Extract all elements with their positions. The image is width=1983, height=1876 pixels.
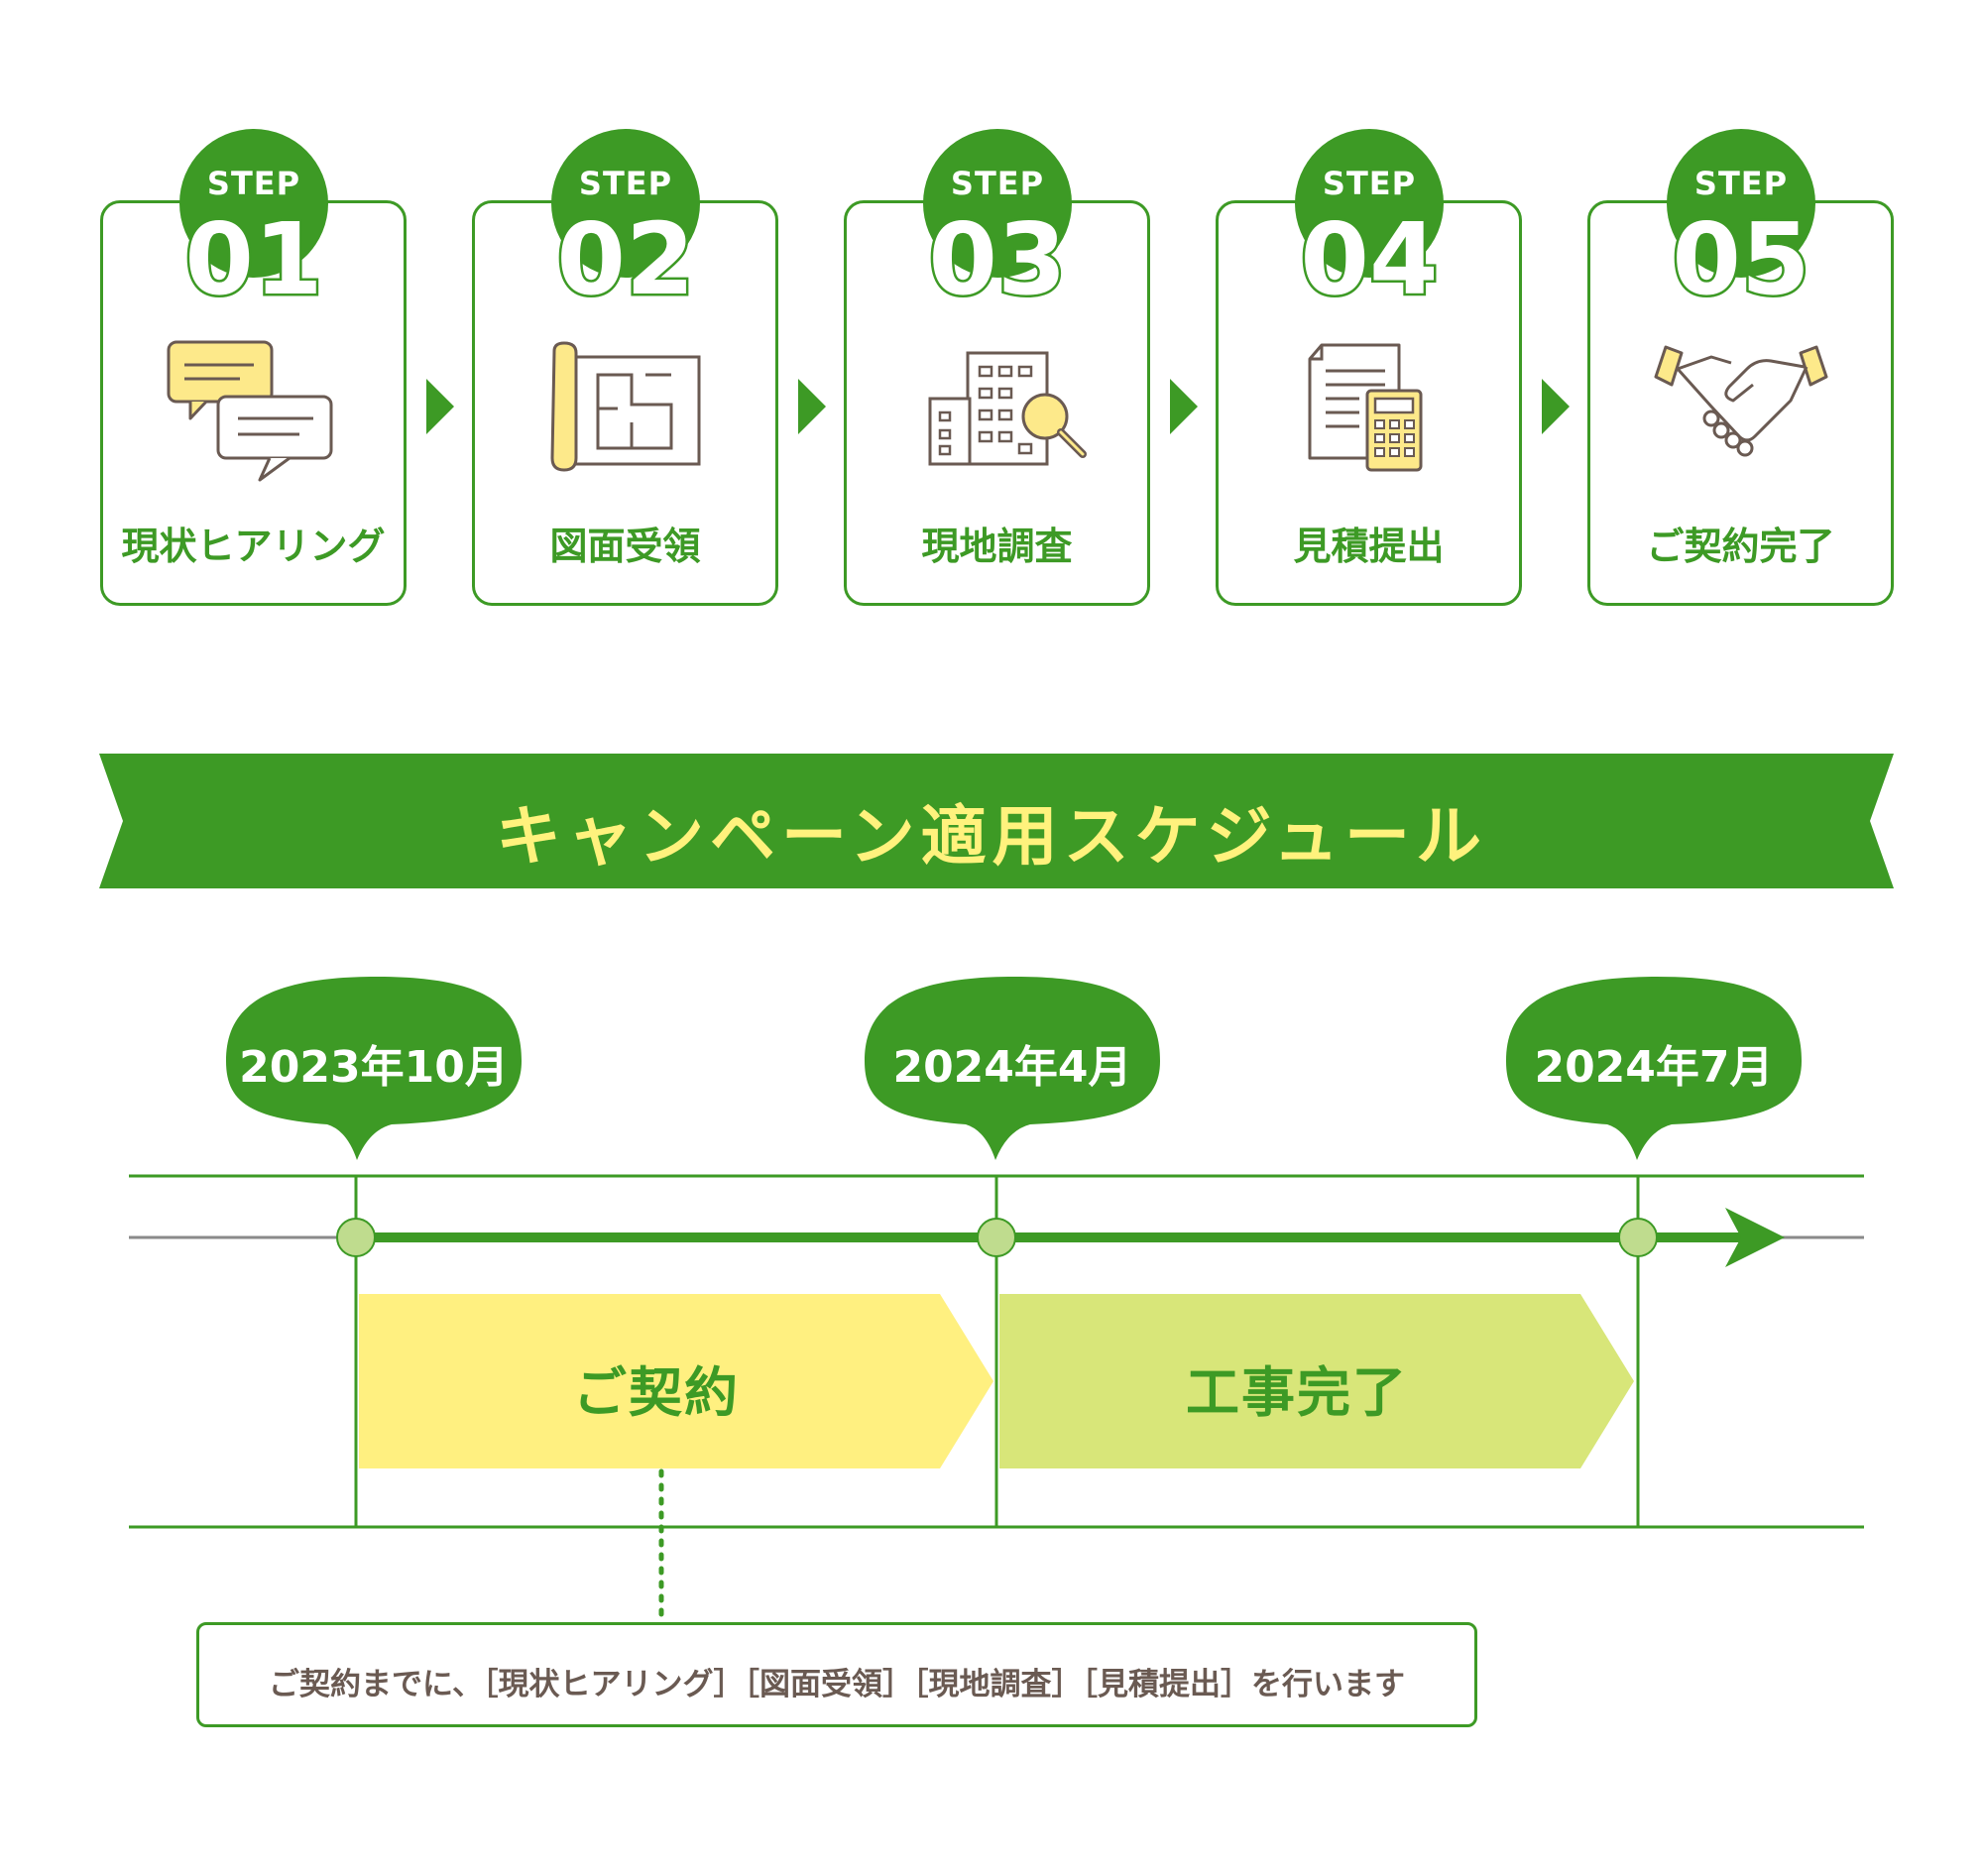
- document-calculator-icon: [1308, 343, 1423, 472]
- timeline-arrow-head: [1725, 1208, 1785, 1267]
- step-number-3: 03: [926, 201, 1069, 317]
- timeline-node-2: [977, 1218, 1016, 1257]
- handshake-icon: [1654, 345, 1828, 457]
- banner-title: キャンペーン適用スケジュール: [495, 798, 1488, 875]
- step-badge-1: [179, 129, 328, 278]
- step-badge-5: [1667, 129, 1815, 278]
- date-label-1: 2023年10月: [239, 1042, 509, 1093]
- step-number-2: 02: [554, 201, 697, 317]
- step-number-5: 05: [1670, 201, 1812, 317]
- step-badge-4: [1295, 129, 1444, 278]
- step-badge-2: [551, 129, 700, 278]
- step-word-1: STEP: [206, 165, 301, 202]
- step-label-3: 現地調査: [921, 525, 1073, 568]
- timeline-node-3: [1618, 1218, 1658, 1257]
- step-arrow-1: [426, 379, 454, 434]
- step-arrow-4: [1542, 379, 1570, 434]
- phase-label-contract: ご契約: [573, 1361, 740, 1424]
- step-number-4: 04: [1298, 201, 1441, 317]
- date-bubble-2: [865, 977, 1160, 1160]
- date-bubble-1: [226, 977, 522, 1160]
- step-label-1: 現状ヒアリング: [121, 525, 386, 568]
- floor-plan-icon: [550, 341, 701, 472]
- date-label-2: 2024年4月: [892, 1042, 1132, 1093]
- step-label-5: ご契約完了: [1646, 525, 1835, 568]
- phase-label-construction: 工事完了: [1186, 1361, 1408, 1424]
- banner-ribbon: [99, 754, 1894, 888]
- phase-arrow-construction: [999, 1294, 1634, 1468]
- step-word-4: STEP: [1322, 165, 1417, 202]
- date-label-3: 2024年7月: [1534, 1042, 1774, 1093]
- note-text: ご契約までに、［現状ヒアリング］［図面受領］［現地調査］［見積提出］を行います: [268, 1667, 1406, 1702]
- date-bubble-3: [1506, 977, 1802, 1160]
- building-magnifier-icon: [928, 351, 1087, 466]
- step-word-2: STEP: [578, 165, 673, 202]
- step-badge-3: [923, 129, 1072, 278]
- step-word-5: STEP: [1693, 165, 1789, 202]
- step-word-3: STEP: [950, 165, 1045, 202]
- chat-bubbles-icon: [167, 340, 333, 482]
- step-number-1: 01: [182, 201, 325, 317]
- step-label-2: 図面受領: [549, 525, 701, 568]
- step-label-4: 見積提出: [1293, 525, 1445, 568]
- note-box: ご契約までに、［現状ヒアリング］［図面受領］［現地調査］［見積提出］を行います: [196, 1622, 1477, 1727]
- phase-arrow-contract: [359, 1294, 993, 1468]
- timeline-node-1: [336, 1218, 376, 1257]
- step-arrow-3: [1170, 379, 1198, 434]
- step-arrow-2: [798, 379, 826, 434]
